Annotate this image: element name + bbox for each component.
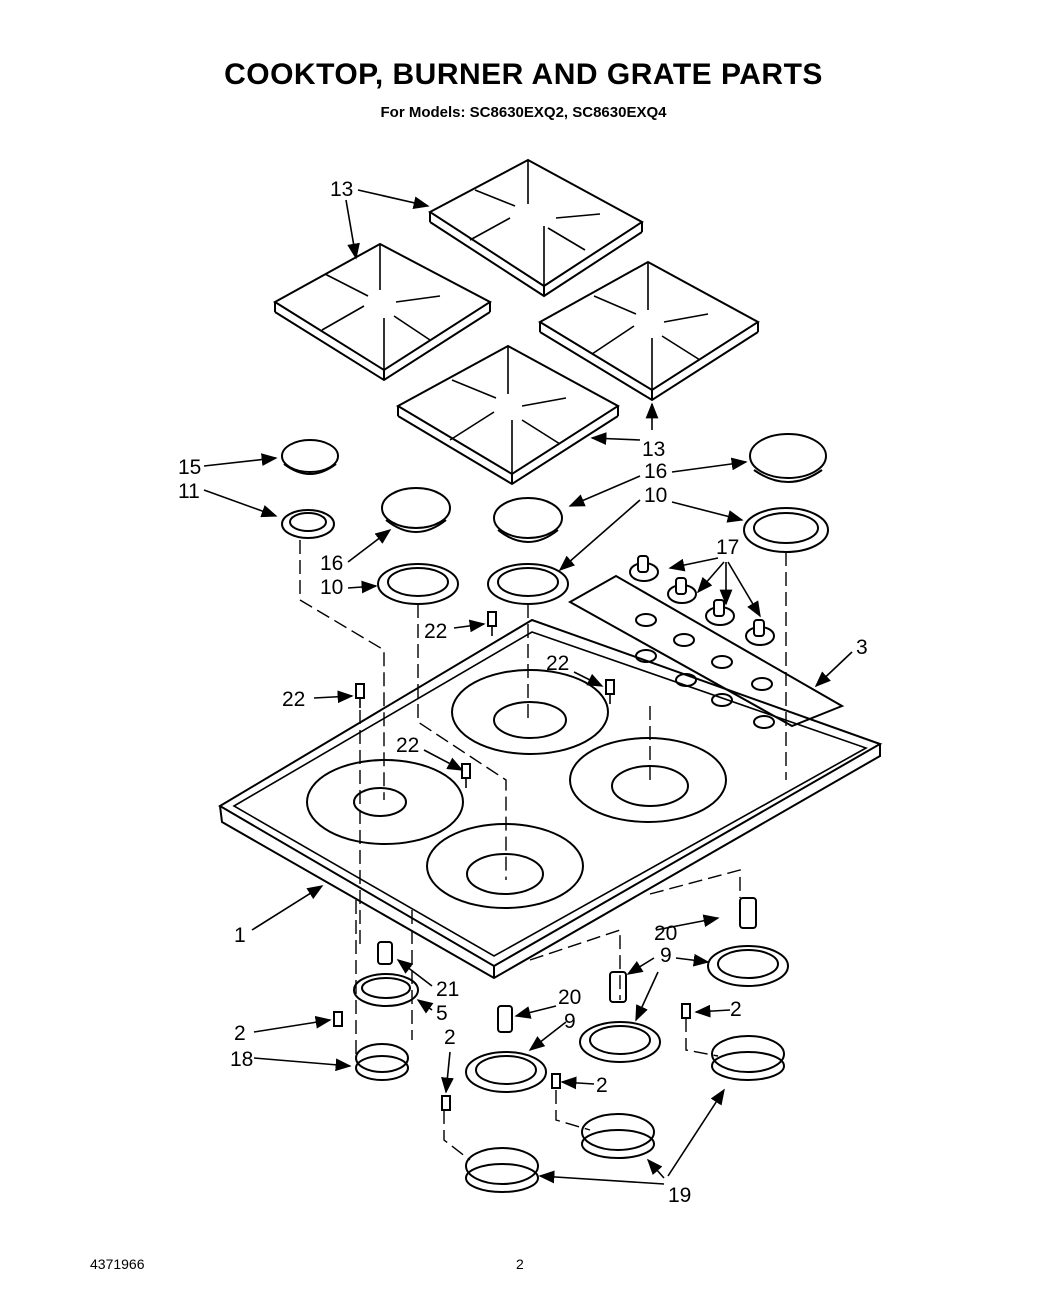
grate-right bbox=[538, 260, 760, 402]
callout-10: 10 bbox=[320, 576, 343, 599]
callout-20: 20 bbox=[654, 922, 677, 945]
callout-16: 16 bbox=[320, 552, 343, 575]
callout-22: 22 bbox=[282, 688, 305, 711]
orifice-fittings bbox=[377, 897, 757, 1033]
callout-17: 17 bbox=[716, 536, 739, 559]
callout-22: 22 bbox=[396, 734, 419, 757]
callout-9: 9 bbox=[660, 944, 672, 967]
callout-11: 11 bbox=[178, 480, 200, 503]
burner-cap-left bbox=[381, 487, 451, 533]
callout-labels: 13 13 15 11 16 16 10 10 17 3 22 22 22 22… bbox=[178, 178, 868, 1207]
burner-bases bbox=[355, 1035, 785, 1193]
trim-ring-left bbox=[377, 563, 459, 605]
trim-ring-right bbox=[743, 507, 829, 553]
callout-13: 13 bbox=[330, 178, 353, 201]
burner-cap-center bbox=[493, 497, 563, 543]
grate-front bbox=[395, 344, 620, 486]
callout-22: 22 bbox=[546, 652, 569, 675]
callout-2: 2 bbox=[444, 1026, 456, 1049]
callout-1: 1 bbox=[234, 924, 246, 947]
callout-2: 2 bbox=[596, 1074, 608, 1097]
callout-22: 22 bbox=[424, 620, 447, 643]
cooktop-burner-wells bbox=[306, 669, 727, 909]
burner-bases-rings bbox=[353, 945, 789, 1093]
callout-13: 13 bbox=[642, 438, 665, 461]
callout-5: 5 bbox=[436, 1002, 448, 1025]
callout-9: 9 bbox=[564, 1010, 576, 1033]
callout-2: 2 bbox=[730, 998, 742, 1021]
callout-15: 15 bbox=[178, 456, 201, 479]
leader-arrows bbox=[203, 189, 853, 1185]
trim-ring-small bbox=[281, 509, 335, 539]
callout-21: 21 bbox=[436, 978, 459, 1001]
assembly-lines bbox=[299, 540, 787, 1161]
control-knobs bbox=[629, 555, 775, 646]
callout-3: 3 bbox=[856, 636, 868, 659]
callout-10: 10 bbox=[644, 484, 667, 507]
burner-cap-right bbox=[749, 433, 827, 483]
trim-ring-center bbox=[487, 563, 569, 605]
callout-16: 16 bbox=[644, 460, 667, 483]
callout-20: 20 bbox=[558, 986, 581, 1009]
callout-18: 18 bbox=[230, 1048, 253, 1071]
page-title: COOKTOP, BURNER AND GRATE PARTS bbox=[224, 58, 823, 91]
cooktop-surface bbox=[218, 618, 883, 980]
screws-22 bbox=[355, 611, 615, 788]
burner-cap-small bbox=[281, 439, 339, 475]
model-subtitle: For Models: SC8630EXQ2, SC8630EXQ4 bbox=[380, 104, 667, 121]
grate-top bbox=[428, 158, 644, 298]
document-number: 4371966 bbox=[90, 1256, 145, 1272]
callout-2: 2 bbox=[234, 1022, 246, 1045]
callout-19: 19 bbox=[668, 1184, 691, 1207]
page-number: 2 bbox=[516, 1256, 524, 1272]
control-panel bbox=[567, 574, 845, 729]
grate-left bbox=[273, 242, 492, 382]
